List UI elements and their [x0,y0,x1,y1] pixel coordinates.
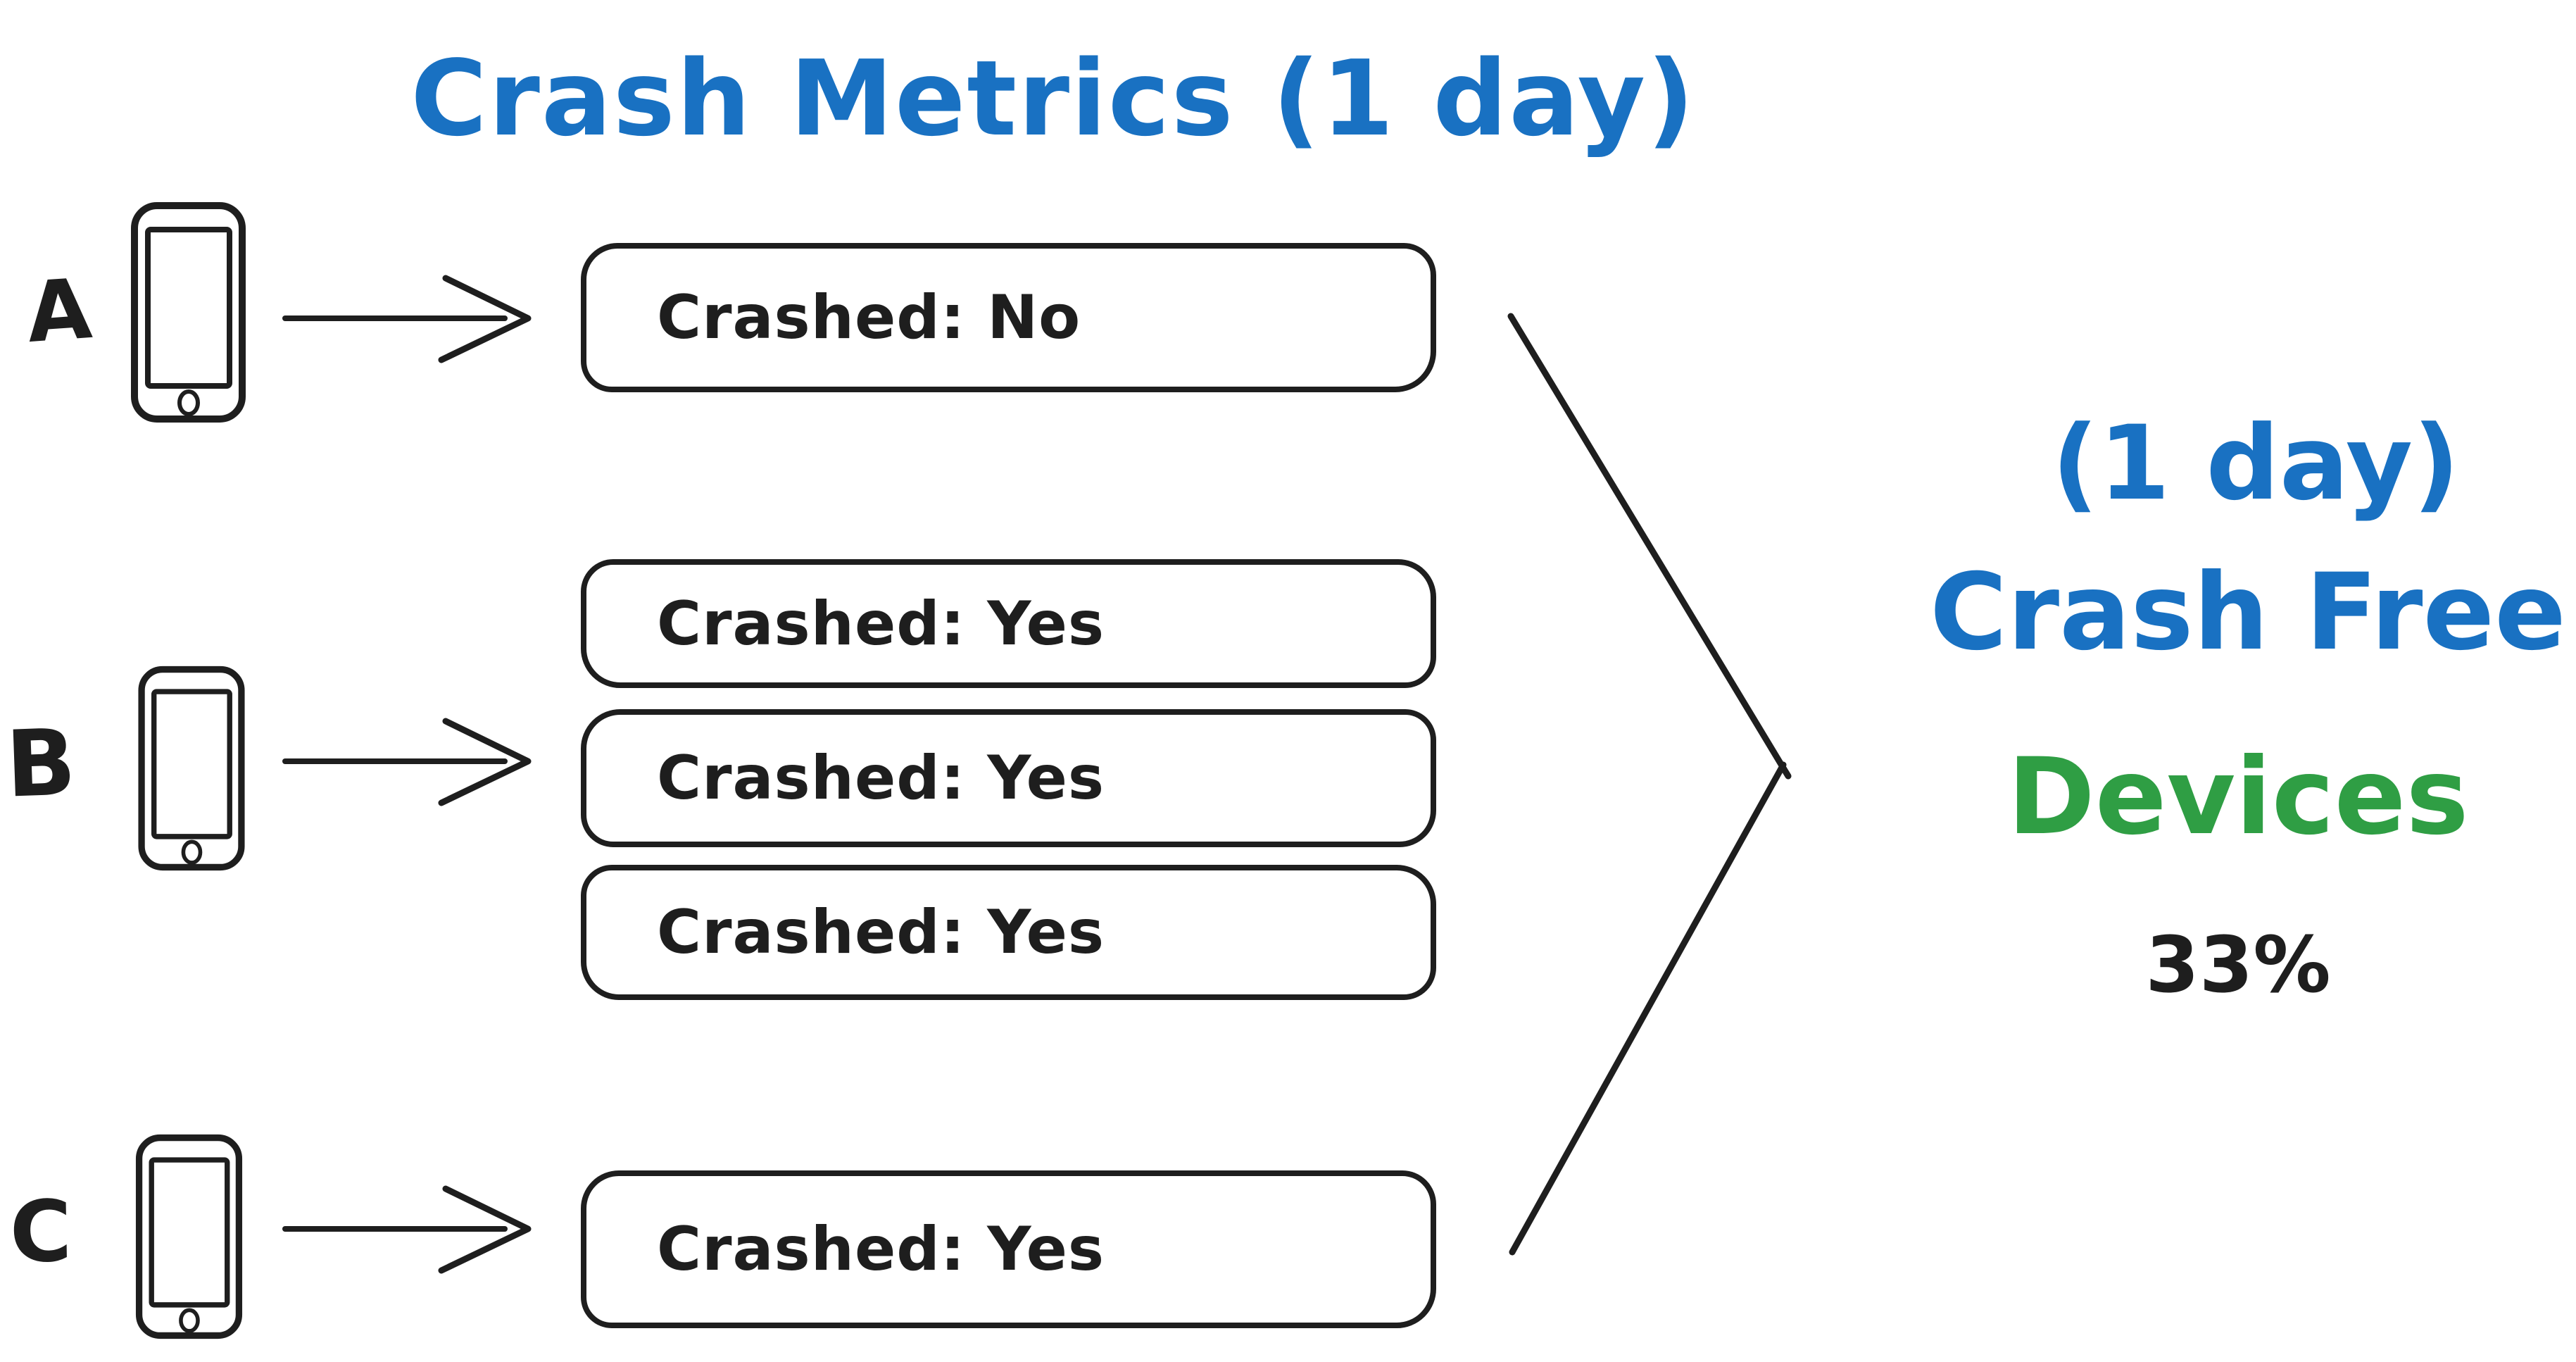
device-label-b: B [4,708,78,818]
session-box: Crashed: Yes [581,1170,1436,1328]
session-box: Crashed: Yes [581,709,1436,847]
result-subject: Devices [2007,736,2469,858]
diagram-title: Crash Metrics (1 day) [410,38,1696,159]
result-value: 33% [2145,920,2331,1010]
arrow-right-icon [282,275,532,363]
session-label: Crashed: Yes [657,743,1105,813]
session-label: Crashed: Yes [657,1214,1105,1285]
session-box: Crashed: Yes [581,559,1436,688]
chevron-right-icon [1507,313,1792,1256]
session-box: Crashed: No [581,243,1436,392]
session-label: Crashed: No [657,282,1081,353]
result-period: (1 day) [2052,404,2460,523]
result-metric: Crash Free [1930,551,2566,674]
arrow-right-icon [282,718,532,806]
session-label: Crashed: Yes [657,897,1105,968]
smartphone-icon [135,1134,243,1339]
device-label-c: C [8,1182,73,1282]
smartphone-icon [131,202,246,423]
device-label-a: A [23,259,95,362]
session-label: Crashed: Yes [657,588,1105,659]
session-box: Crashed: Yes [581,865,1436,1000]
smartphone-icon [138,666,245,871]
arrow-right-icon [282,1185,532,1274]
